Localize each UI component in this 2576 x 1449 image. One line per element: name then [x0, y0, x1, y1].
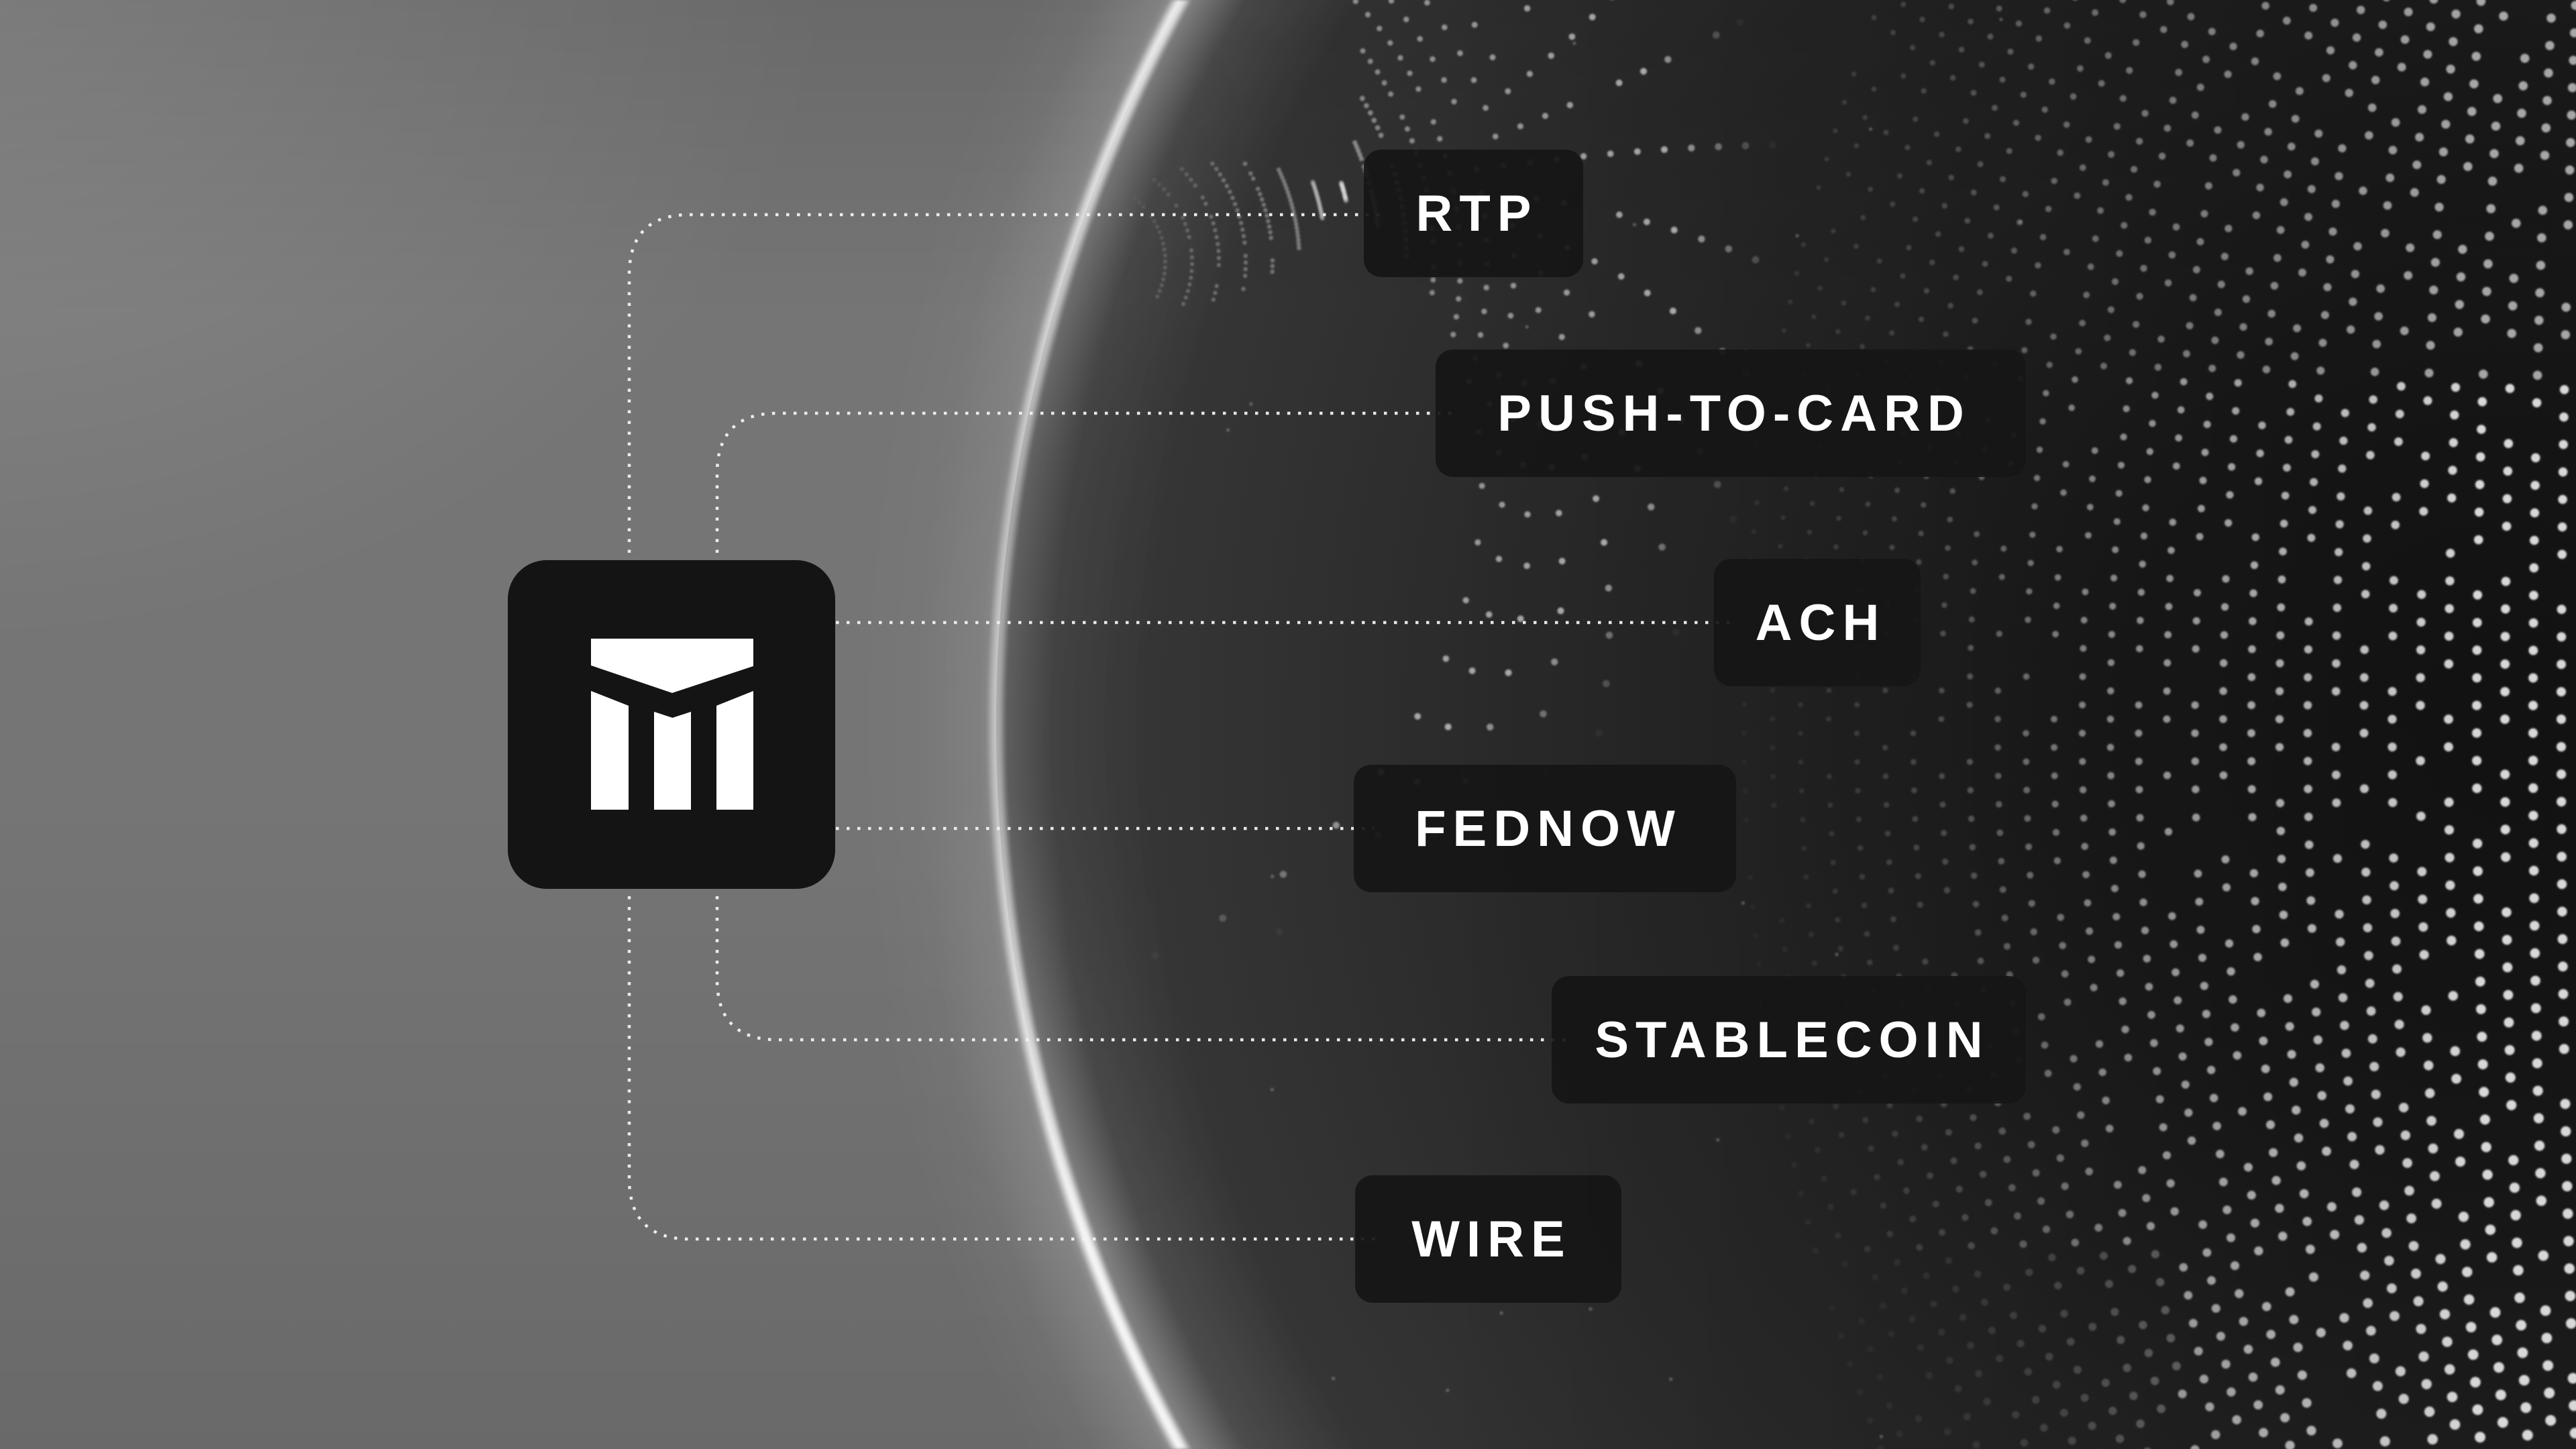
rail-label-wire: WIRE — [1355, 1175, 1621, 1303]
rail-label-text: FEDNOW — [1415, 800, 1682, 857]
rail-label-text: STABLECOIN — [1595, 1011, 1990, 1069]
rail-label-ach: ACH — [1714, 559, 1921, 686]
rail-label-text: ACH — [1755, 594, 1886, 651]
modern-treasury-logo-tile — [508, 560, 835, 889]
rail-label-rtp: RTP — [1364, 150, 1583, 277]
rail-label-text: PUSH-TO-CARD — [1497, 384, 1971, 442]
connector-push-to-card — [715, 411, 1456, 564]
rail-label-text: RTP — [1415, 184, 1538, 242]
bank-m-logo-icon — [591, 639, 753, 810]
connector-stablecoin — [715, 885, 1572, 1042]
connector-wire — [627, 885, 1375, 1241]
rail-label-push-to-card: PUSH-TO-CARD — [1436, 350, 2026, 477]
rail-label-stablecoin: STABLECOIN — [1552, 976, 2026, 1104]
rail-label-fednow: FEDNOW — [1354, 765, 1736, 892]
rail-label-text: WIRE — [1411, 1210, 1572, 1268]
connector-rtp — [627, 213, 1384, 564]
